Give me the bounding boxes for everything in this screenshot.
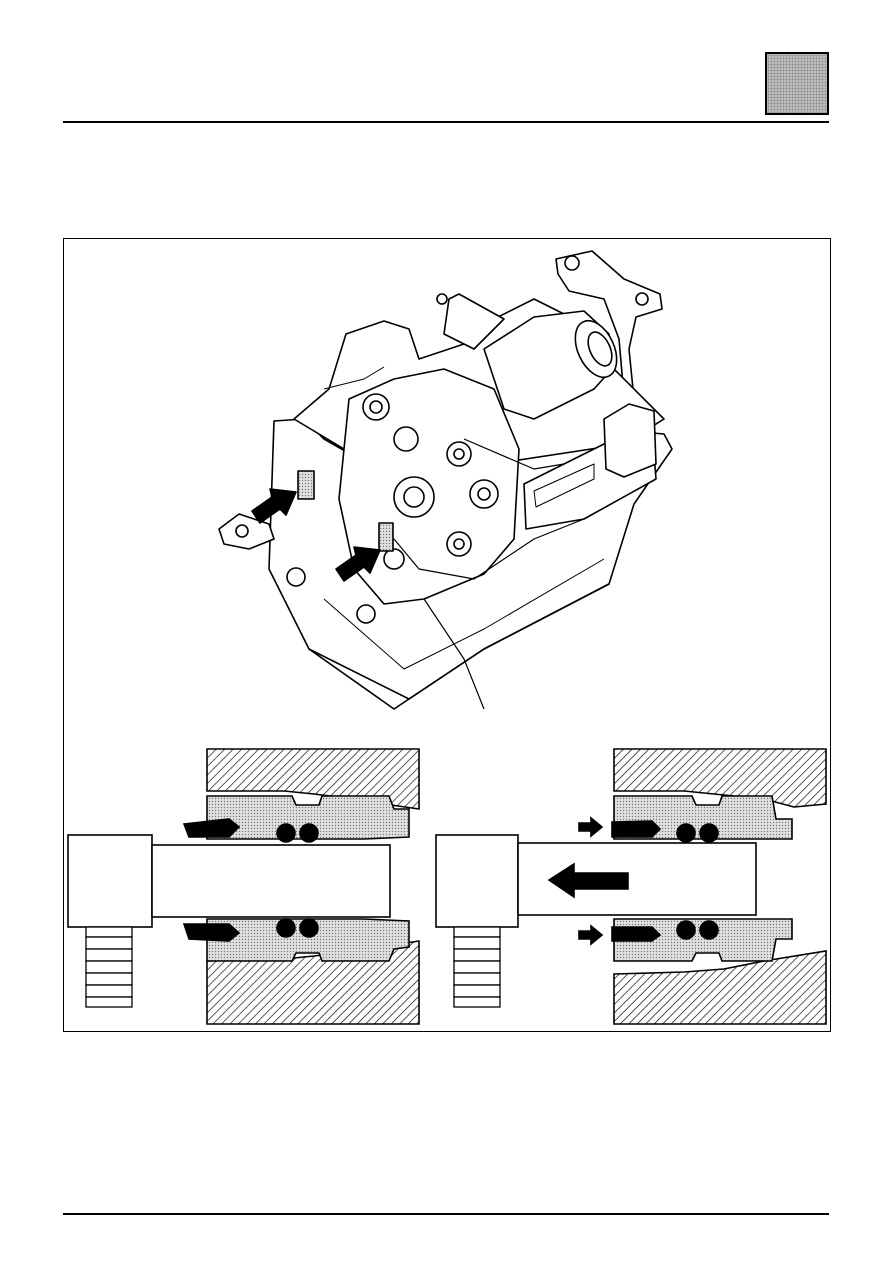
section-tab-marker: [765, 52, 829, 115]
figure-svg: [67, 250, 827, 1025]
seal-detail-right: [435, 748, 827, 1025]
push-arrow-upper: [578, 816, 604, 838]
footer-rule: [63, 1213, 829, 1215]
hydraulic-unit-illustration: [218, 250, 673, 710]
callout-arrow-lower: [335, 546, 381, 582]
seal-detail-left: [67, 748, 420, 1025]
callout-arrow-upper: [251, 488, 297, 524]
push-arrow-lower: [578, 924, 604, 946]
header-rule: [63, 121, 829, 123]
figure-frame: [63, 238, 831, 1032]
removal-direction-arrow: [547, 862, 629, 899]
